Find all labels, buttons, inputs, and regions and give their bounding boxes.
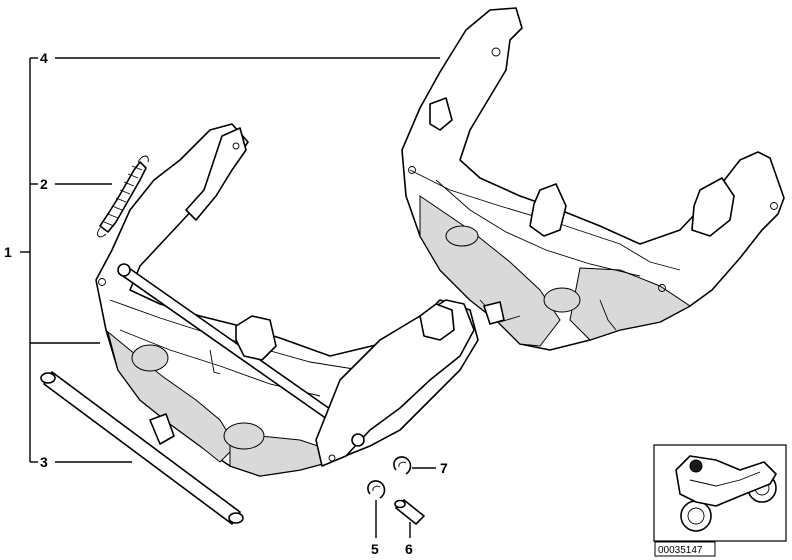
carrier-frame-drawing (95, 123, 479, 477)
tension-spring-drawing (97, 155, 149, 238)
callout-3: 3 (40, 454, 48, 470)
callout-7: 7 (440, 460, 448, 476)
callout-2: 2 (40, 176, 48, 192)
rear-frame-drawing (401, 7, 785, 351)
catalog-number: 00035147 (658, 545, 703, 556)
pin-rod-drawing (40, 371, 244, 525)
circlip-7-drawing (393, 456, 412, 475)
callout-6: 6 (405, 541, 413, 557)
callout-bracket (20, 57, 100, 463)
callout-1: 1 (4, 244, 12, 260)
location-thumbnail: 00035147 (653, 444, 787, 557)
sleeve-6-drawing (394, 499, 425, 525)
callout-4: 4 (40, 50, 48, 66)
location-marker (689, 459, 703, 473)
callout-5: 5 (371, 541, 379, 557)
circlip-5-drawing (367, 480, 386, 499)
